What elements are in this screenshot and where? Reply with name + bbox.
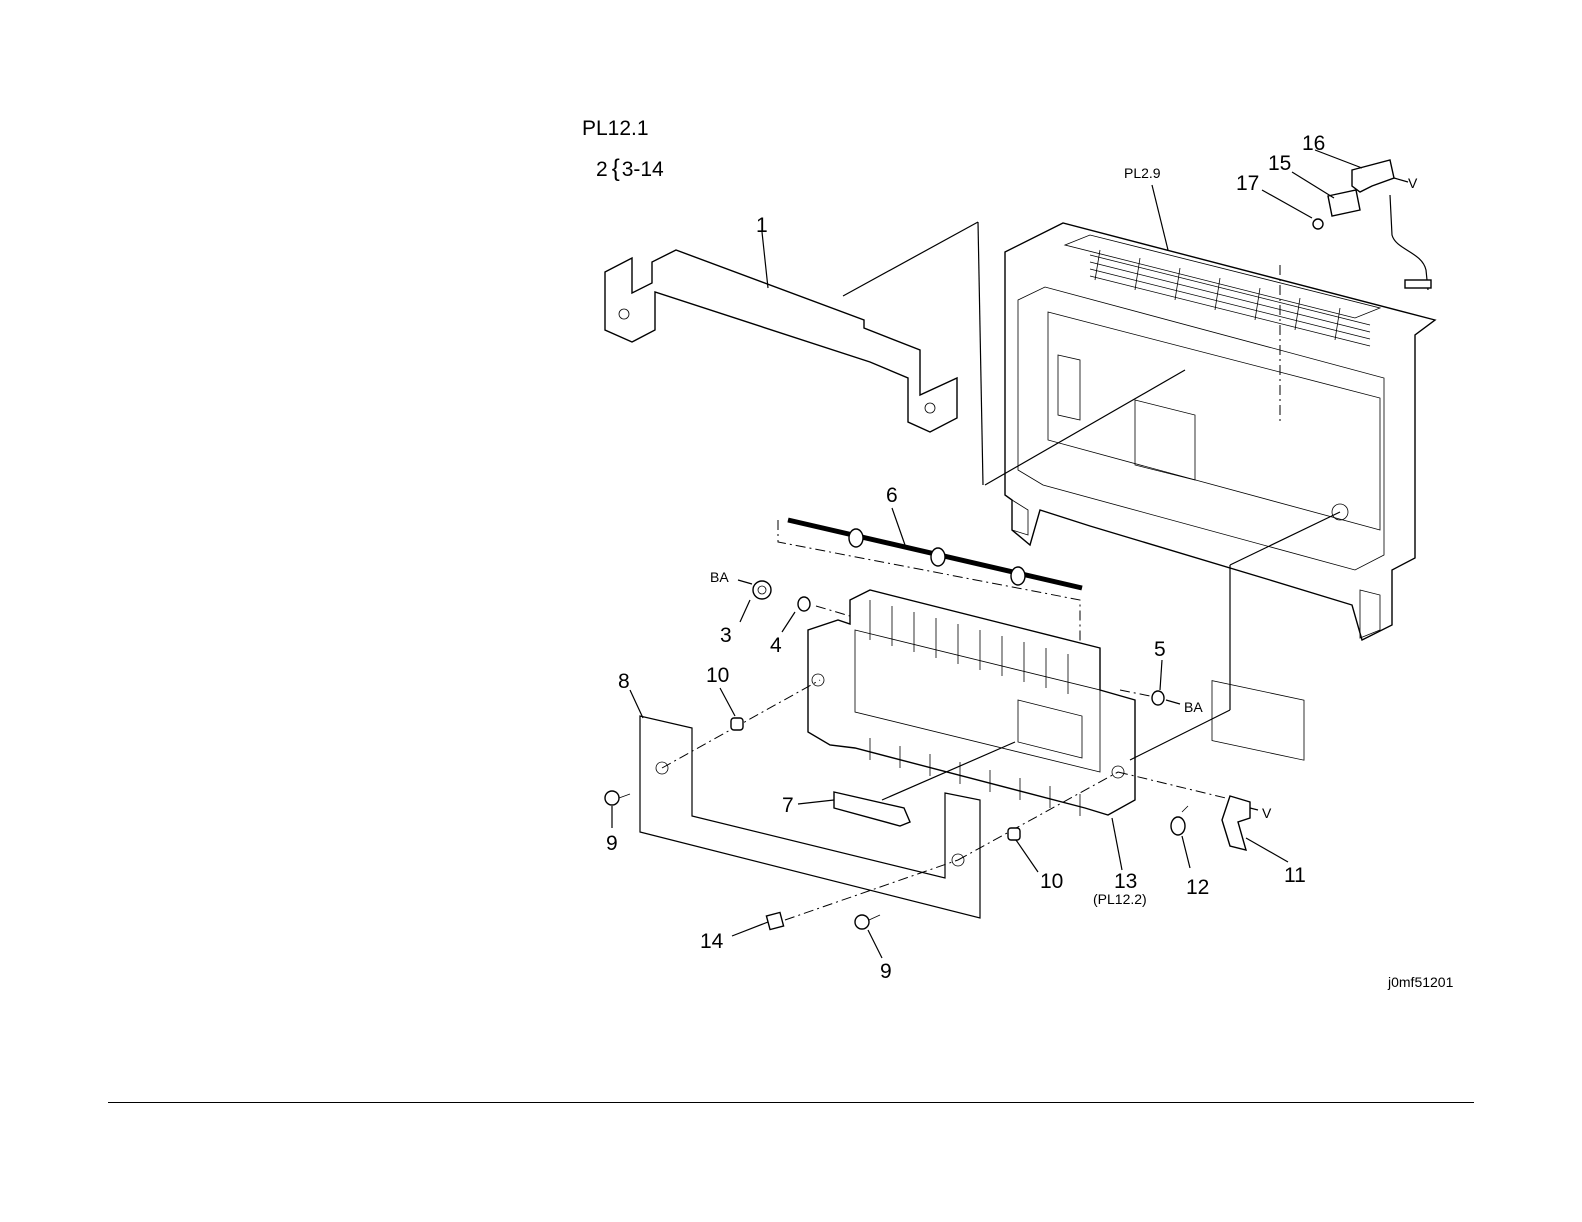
part-12-ring	[1171, 806, 1190, 868]
callout-17: 17	[1236, 172, 1259, 195]
callout-15: 15	[1268, 152, 1291, 175]
callout-3: 3	[720, 624, 732, 647]
ref-ba-right: BA	[1184, 699, 1203, 715]
callout-5: 5	[1154, 638, 1166, 661]
callout-8: 8	[618, 670, 630, 693]
part-3-gear	[738, 580, 771, 622]
callout-9-left: 9	[606, 832, 618, 855]
callout-7: 7	[782, 794, 794, 817]
part-5-bearing	[1152, 660, 1180, 705]
callout-1: 1	[756, 214, 768, 237]
callout-16: 16	[1302, 132, 1325, 155]
callout-4: 4	[770, 634, 782, 657]
callout-13-ref: (PL12.2)	[1093, 891, 1147, 907]
footer-divider	[108, 1102, 1474, 1103]
callout-11: 11	[1284, 864, 1306, 887]
callout-9-bottom: 9	[880, 960, 892, 983]
part-9-screw	[605, 791, 882, 958]
callout-14: 14	[700, 930, 724, 953]
callout-10-lower: 10	[1040, 870, 1063, 893]
ref-pl2-9: PL2.9	[1124, 165, 1161, 181]
ref-ba-left: BA	[710, 569, 729, 585]
callout-12: 12	[1186, 876, 1209, 899]
callout-10-upper: 10	[706, 664, 729, 687]
part-11-clip	[1222, 796, 1288, 862]
figure-id: j0mf51201	[1388, 974, 1453, 990]
ref-v-top: V	[1408, 175, 1418, 191]
callout-6: 6	[886, 484, 898, 507]
part-14-pad	[732, 912, 784, 936]
part-13-chute-assembly	[808, 590, 1135, 870]
part-4-bearing	[782, 597, 810, 632]
callout-13: 13	[1114, 870, 1137, 893]
ref-v-bottom: V	[1262, 805, 1272, 821]
